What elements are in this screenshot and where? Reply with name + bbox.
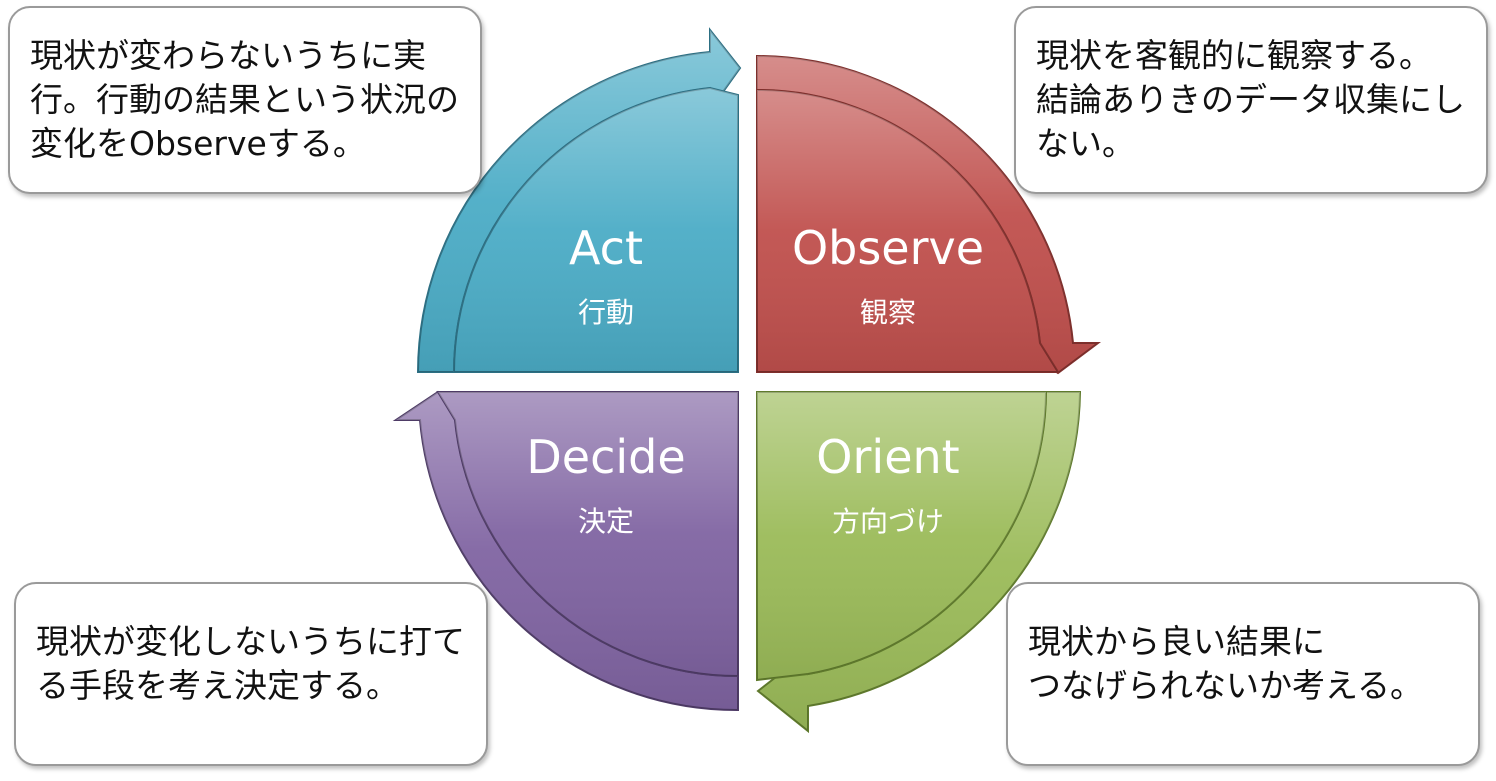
orient-note-box: 現状から良い結果に つなげられないか考える。 <box>1006 582 1480 766</box>
observe-note-box: 現状を客観的に観察する。 結論ありきのデータ収集にしない。 <box>1014 6 1488 194</box>
decide-note-box: 現状が変化しないうちに打てる手段を考え決定する。 <box>14 582 488 766</box>
orient-title: Orient <box>816 430 959 484</box>
decide-title: Decide <box>526 430 685 484</box>
quadrant-act: Act 行動 <box>416 27 742 373</box>
act-note-box: 現状が変わらないうちに実行。行動の結果という状況の変化をObserveする。 <box>8 6 482 194</box>
act-subtitle: 行動 <box>578 296 634 329</box>
quadrant-decide: Decide 決定 <box>392 390 739 712</box>
observe-subtitle: 観察 <box>860 296 916 329</box>
decide-subtitle: 決定 <box>578 505 634 538</box>
observe-title: Observe <box>792 221 984 275</box>
orient-subtitle: 方向づけ <box>832 505 944 538</box>
quadrant-orient: Orient 方向づけ <box>756 391 1082 734</box>
act-title: Act <box>569 221 643 275</box>
quadrant-observe: Observe 観察 <box>756 54 1101 375</box>
